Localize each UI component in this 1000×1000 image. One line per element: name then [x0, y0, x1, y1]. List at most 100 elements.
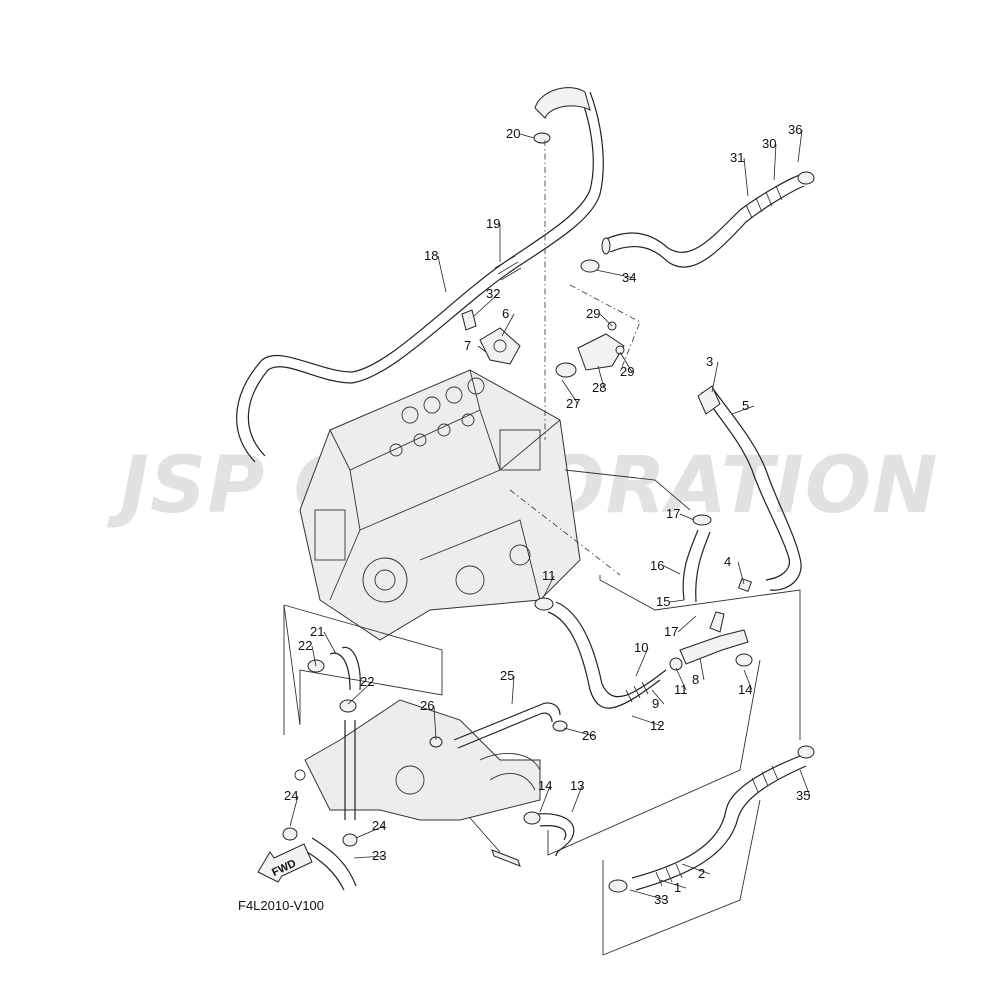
- callout-leader: [675, 667, 687, 691]
- thermostat-housing: [555, 284, 641, 378]
- callout-number: 11: [542, 568, 556, 583]
- callout-leader: [561, 379, 579, 405]
- callout-leader: [539, 785, 551, 813]
- callout-10: 10: [634, 640, 648, 677]
- callout-number: 19: [486, 216, 500, 231]
- callout-number: 22: [360, 674, 374, 689]
- callout-number: 24: [284, 788, 298, 803]
- callout-leader: [355, 825, 385, 839]
- callout-6: 6: [501, 306, 515, 337]
- callout-leader: [311, 645, 317, 667]
- callout-number: 17: [664, 624, 678, 639]
- callout-leader: [595, 269, 635, 279]
- callout-leader: [543, 575, 555, 597]
- callout-number: 1: [674, 880, 681, 895]
- callout-number: 16: [650, 558, 664, 573]
- callout-number: 29: [620, 364, 634, 379]
- callout-leader: [711, 361, 719, 393]
- callout-4: 4: [724, 554, 745, 585]
- callout-leader: [289, 795, 299, 827]
- callout-number: 27: [566, 396, 580, 411]
- callout-2: 2: [681, 863, 711, 881]
- callout-leader: [743, 157, 749, 197]
- callout-29: 29: [586, 306, 613, 327]
- callout-number: 26: [420, 698, 434, 713]
- callout-leader: [599, 313, 613, 327]
- callout-34: 34: [595, 269, 636, 285]
- callout-leader: [699, 657, 705, 681]
- callout-leader: [659, 879, 687, 889]
- callout-number: 6: [502, 306, 509, 321]
- callout-leader: [651, 689, 665, 705]
- callout-24: 24: [355, 818, 386, 839]
- callout-number: 24: [372, 818, 386, 833]
- callout-14: 14: [738, 669, 753, 697]
- clamp-34: [580, 259, 600, 273]
- callout-number: 23: [372, 848, 386, 863]
- callout-leader: [743, 669, 753, 691]
- callout-23: 23: [353, 848, 386, 863]
- callout-19: 19: [486, 216, 500, 262]
- callout-30: 30: [762, 136, 777, 181]
- callout-leader: [797, 129, 803, 163]
- cooling-hose-3-5: [697, 385, 802, 591]
- callout-leader: [679, 513, 695, 521]
- callout-number: 34: [622, 270, 636, 285]
- callout-number: 29: [586, 306, 600, 321]
- callout-number: 25: [500, 668, 514, 683]
- callout-14: 14: [538, 778, 552, 813]
- breather-hose-18-19: [236, 87, 604, 463]
- callout-number: 35: [796, 788, 810, 803]
- callout-layer: 1234567891011111213141415161717181920212…: [284, 122, 810, 907]
- callout-5: 5: [731, 398, 755, 415]
- callout-33: 33: [629, 889, 668, 907]
- callout-number: 31: [730, 150, 744, 165]
- callout-28: 28: [592, 365, 606, 395]
- callout-leader: [477, 345, 487, 353]
- engine-block: [299, 369, 581, 641]
- callout-22: 22: [347, 674, 374, 705]
- callout-leader: [663, 565, 681, 575]
- pump-assembly: [294, 699, 561, 821]
- callout-leader: [629, 889, 667, 901]
- callout-17: 17: [666, 506, 695, 521]
- callout-11: 11: [674, 667, 688, 697]
- callout-leader: [677, 615, 697, 633]
- callout-32: 32: [473, 286, 500, 317]
- callout-8: 8: [692, 657, 705, 687]
- callout-12: 12: [631, 715, 664, 733]
- fwd-arrow: FWD: [257, 843, 313, 883]
- callout-leader: [799, 769, 811, 797]
- callout-number: 36: [788, 122, 802, 137]
- callout-number: 22: [298, 638, 312, 653]
- hose-9-10: [534, 597, 667, 709]
- callout-leader: [437, 255, 447, 293]
- callout-17: 17: [664, 615, 697, 639]
- callout-leader: [433, 705, 437, 741]
- callout-number: 12: [650, 718, 664, 733]
- hose-13: [523, 811, 575, 857]
- callout-26: 26: [420, 698, 437, 741]
- clamp-20: [533, 132, 551, 144]
- diagram-code: F4L2010-V100: [238, 898, 324, 913]
- callout-20: 20: [506, 126, 535, 141]
- callout-leader: [737, 561, 745, 585]
- callout-7: 7: [464, 338, 487, 353]
- callout-number: 9: [652, 696, 659, 711]
- callout-number: 14: [538, 778, 552, 793]
- callout-number: 10: [634, 640, 648, 655]
- callout-leader: [681, 863, 711, 875]
- callout-number: 3: [706, 354, 713, 369]
- callout-number: 2: [698, 866, 705, 881]
- callout-leader: [773, 143, 777, 181]
- callout-13: 13: [570, 778, 584, 813]
- callout-number: 30: [762, 136, 776, 151]
- callout-15: 15: [656, 594, 685, 609]
- callout-3: 3: [706, 354, 719, 393]
- callout-number: 4: [724, 554, 731, 569]
- callout-number: 26: [582, 728, 596, 743]
- callout-31: 31: [730, 150, 749, 197]
- callout-number: 13: [570, 778, 584, 793]
